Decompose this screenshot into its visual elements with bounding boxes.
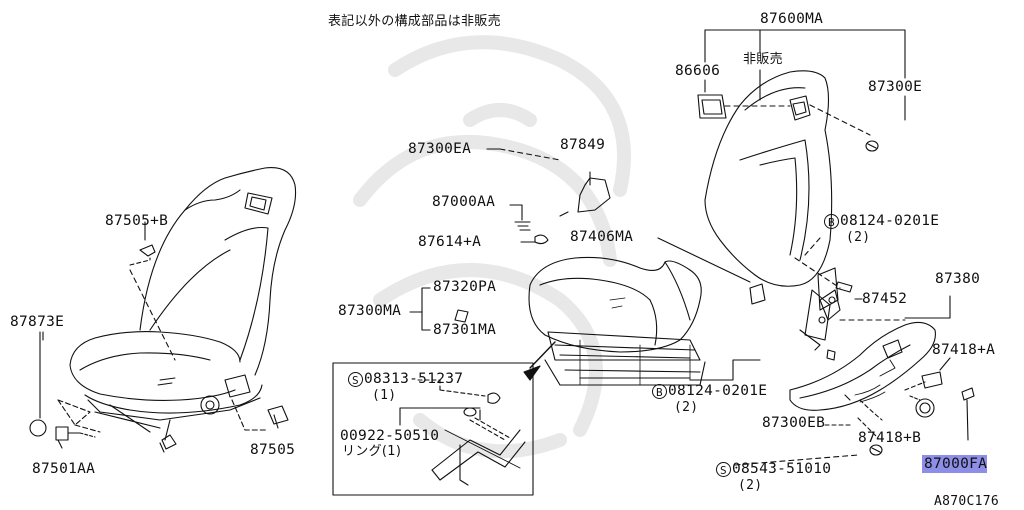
ring-qty-label: リング(1) bbox=[342, 444, 402, 459]
part-87301MA[interactable]: 87301MA bbox=[433, 322, 497, 338]
bolt-08124-top-qty: (2) bbox=[846, 230, 871, 245]
part-87505[interactable]: 87505 bbox=[250, 442, 296, 458]
part-87505-plus-B[interactable]: 87505+B bbox=[105, 213, 169, 229]
side-cover-drawing bbox=[789, 321, 975, 456]
bolt-08124-top-number: 08124-0201E bbox=[840, 213, 940, 229]
part-87849[interactable]: 87849 bbox=[560, 137, 606, 153]
part-87300E[interactable]: 87300E bbox=[868, 79, 923, 95]
bolt-08124-bottom-qty: (2) bbox=[674, 400, 699, 415]
part-87300EA[interactable]: 87300EA bbox=[408, 141, 472, 157]
part-87501AA[interactable]: 87501AA bbox=[32, 461, 96, 477]
bolt-08124-bottom-number: 08124-0201E bbox=[668, 383, 768, 399]
part-87452[interactable]: 87452 bbox=[862, 291, 908, 307]
right-seatback-drawing bbox=[697, 70, 906, 361]
part-87873E[interactable]: 87873E bbox=[10, 314, 65, 330]
part-87300EB[interactable]: 87300EB bbox=[762, 415, 826, 431]
screw-s-icon: S bbox=[348, 372, 363, 387]
part-87418-plus-B[interactable]: 87418+B bbox=[858, 430, 922, 446]
part-86606[interactable]: 86606 bbox=[675, 63, 721, 79]
header-note: 表記以外の構成部品は非販売 bbox=[328, 14, 501, 29]
label-hihanbai: 非販売 bbox=[743, 52, 783, 67]
part-87000FA[interactable]: 87000FA bbox=[922, 455, 988, 473]
watermark-logo bbox=[353, 35, 631, 459]
part-00922-50510[interactable]: 00922-50510 bbox=[340, 428, 440, 444]
screw-08543-qty: (2) bbox=[738, 478, 763, 493]
center-cushion-drawing bbox=[454, 221, 766, 386]
screw-s-icon: S bbox=[716, 462, 731, 477]
bolt-b-icon: B bbox=[824, 214, 839, 229]
bolt-b-icon: B bbox=[652, 384, 667, 399]
part-87000FA-highlight: 87000FA bbox=[922, 455, 988, 473]
screw-08543-number: 08543-51010 bbox=[732, 461, 832, 477]
part-87418-plus-A[interactable]: 87418+A bbox=[932, 342, 996, 358]
screw-08313-number: 08313-51237 bbox=[364, 371, 464, 387]
diagram-code: A870C176 bbox=[934, 494, 1000, 509]
inset-detail-drawing bbox=[332, 362, 534, 496]
part-87614-plus-A[interactable]: 87614+A bbox=[418, 234, 482, 250]
leader-lines bbox=[42, 29, 951, 466]
left-seat-drawing bbox=[29, 167, 297, 453]
part-87380[interactable]: 87380 bbox=[935, 271, 981, 287]
part-87320PA[interactable]: 87320PA bbox=[433, 279, 497, 295]
screw-08313-qty: (1) bbox=[372, 388, 397, 403]
part-87300MA[interactable]: 87300MA bbox=[338, 303, 402, 319]
part-87000AA[interactable]: 87000AA bbox=[432, 194, 496, 210]
part-87406MA[interactable]: 87406MA bbox=[570, 229, 634, 245]
part-87600MA[interactable]: 87600MA bbox=[760, 11, 824, 27]
